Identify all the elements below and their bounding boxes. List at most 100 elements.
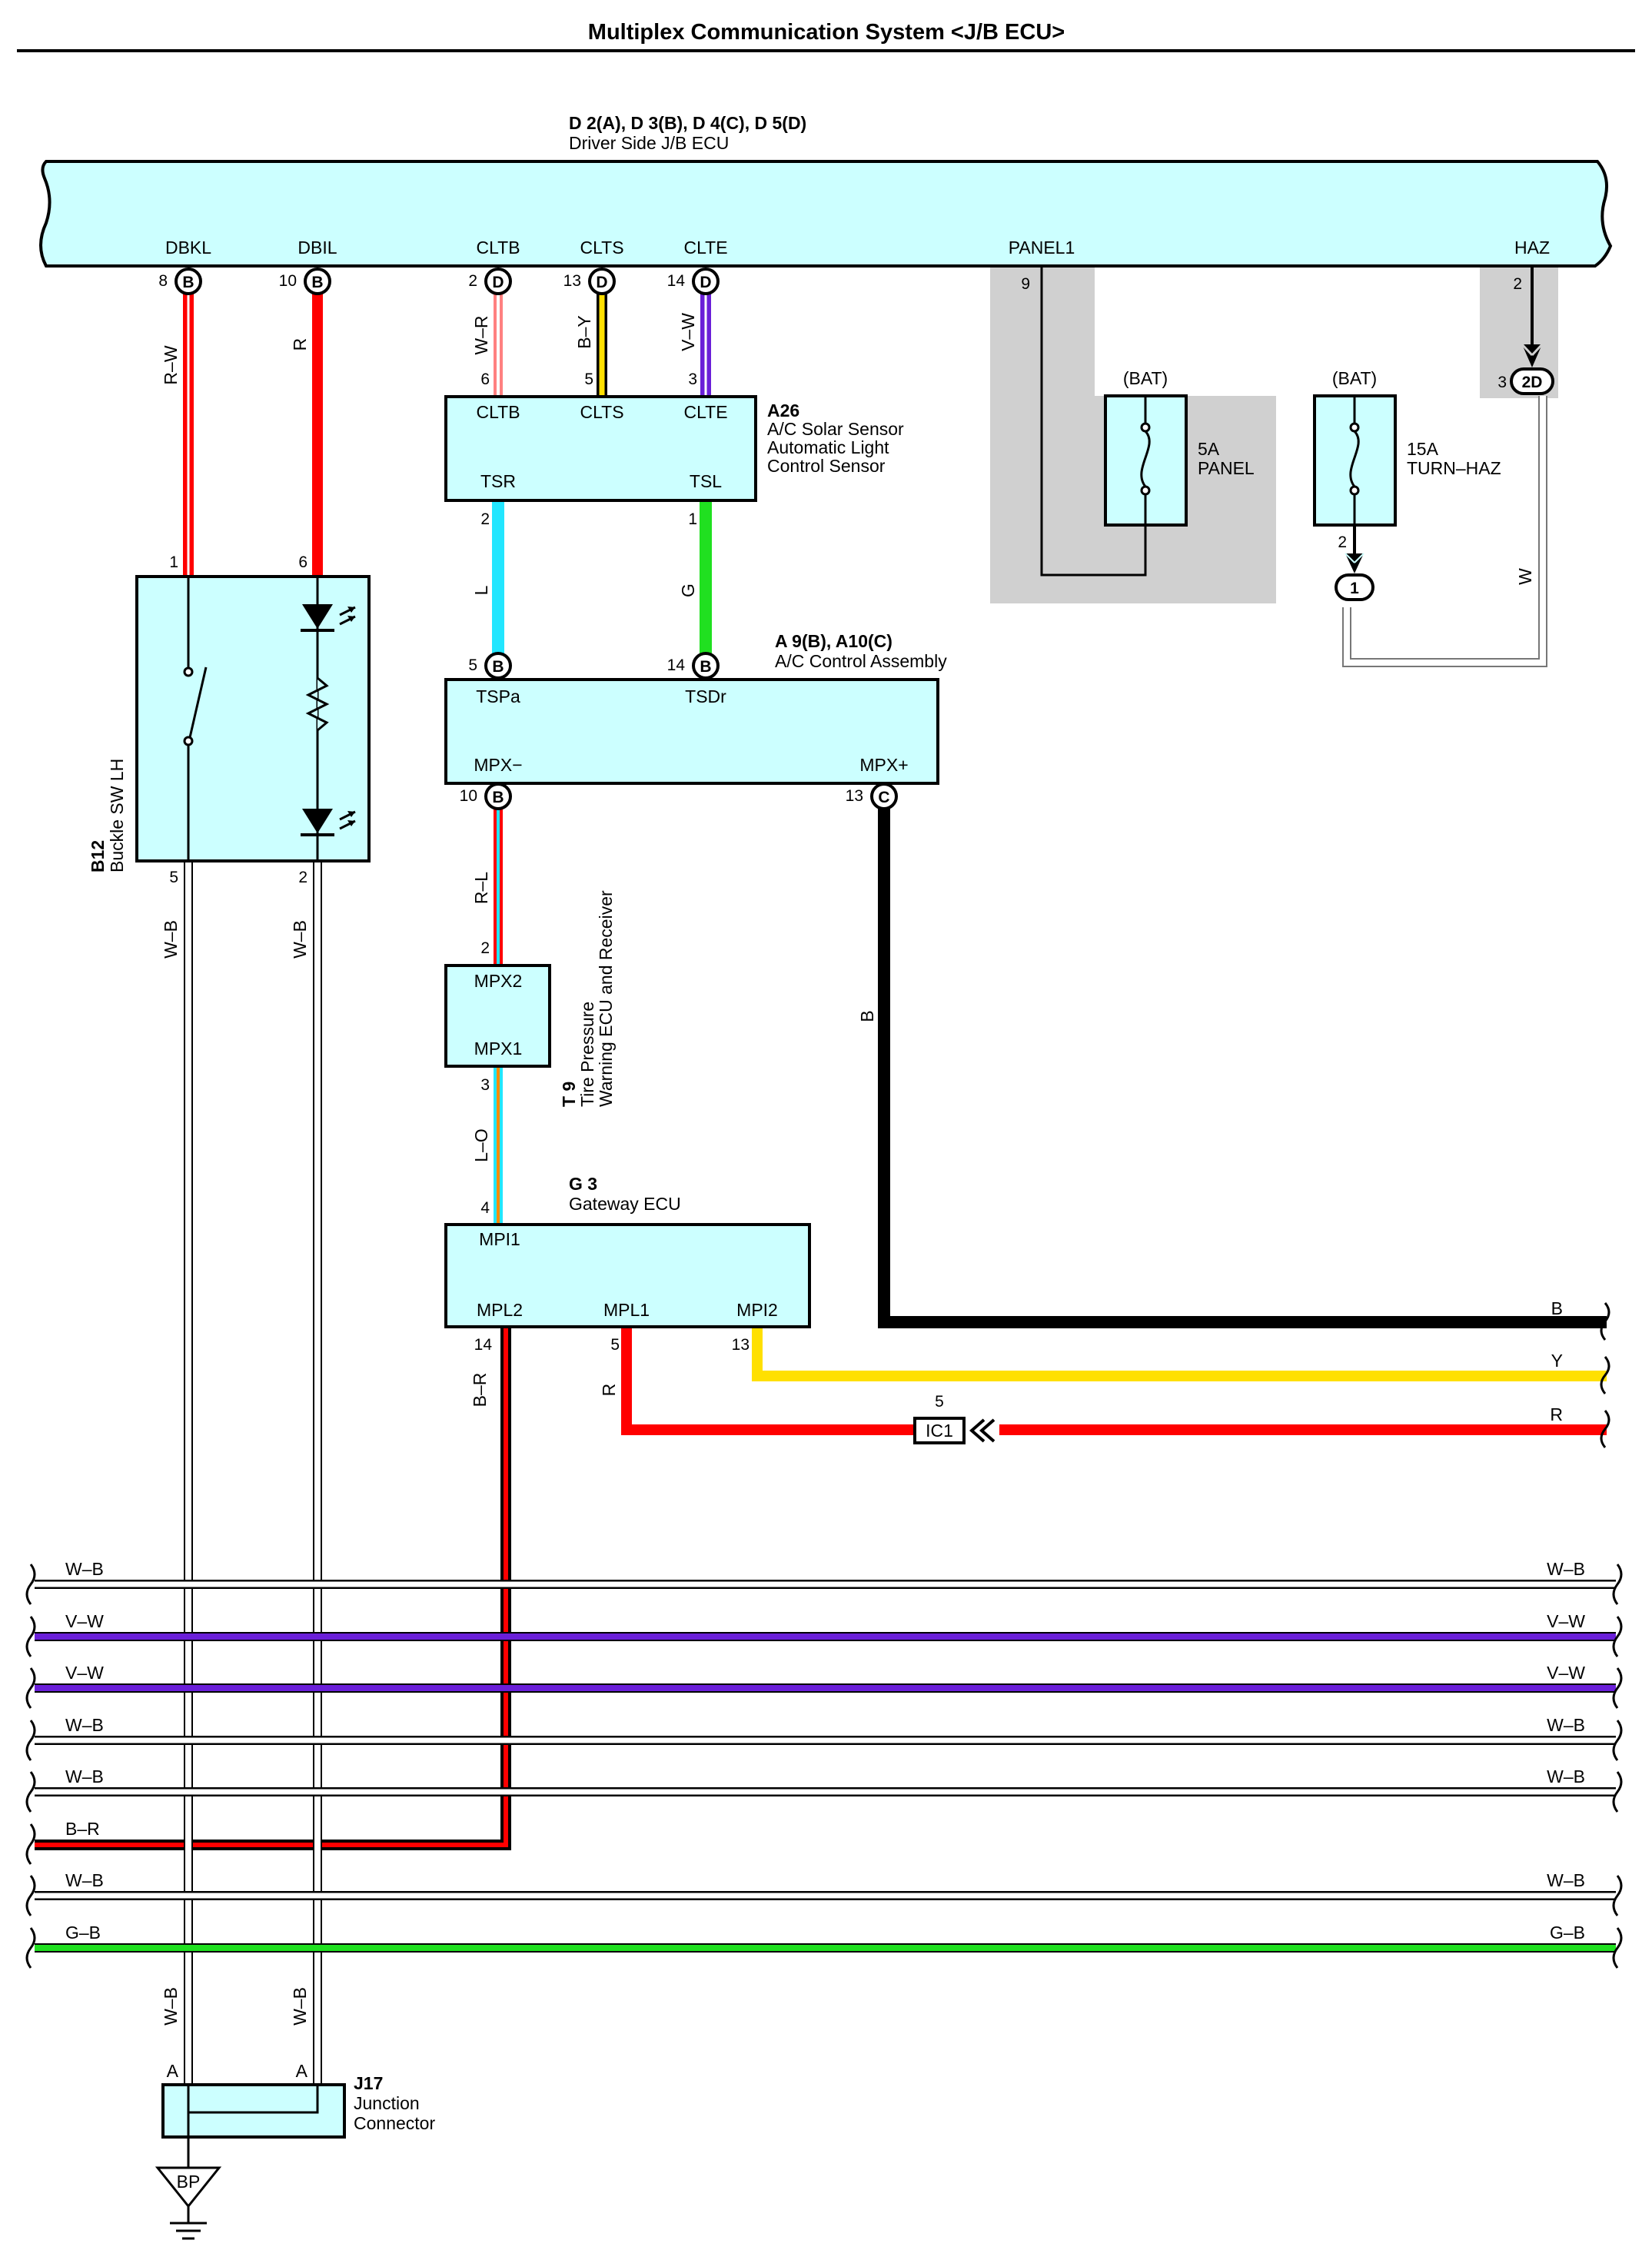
ac-pin-14-conn: B — [700, 658, 711, 676]
a26-sensor: CLTB CLTS CLTE TSR TSL 6 5 3 2 1 A26 A/C… — [444, 371, 904, 528]
connector-ic1-pin: 5 — [935, 1393, 944, 1411]
bus-label-right: V–W — [1547, 1663, 1585, 1683]
ac-terminal-tsdr: TSDr — [685, 686, 726, 706]
wire-label-b-r: B–R — [470, 1373, 490, 1408]
ecu-pin-13: 13 — [563, 272, 581, 290]
wire-label-w-b-right-top: W–B — [290, 920, 310, 959]
buckle-pin-1: 1 — [169, 553, 178, 571]
gateway-pin-5: 5 — [610, 1336, 620, 1354]
ac-pin-10: 10 — [460, 787, 477, 805]
gateway-name: Gateway ECU — [569, 1194, 681, 1214]
buckle-pin-6: 6 — [298, 553, 307, 571]
wire-label-b-y: B–Y — [574, 315, 594, 348]
ac-pin-5-conn: B — [492, 658, 504, 676]
fuse-turn-haz-rating: 15A — [1407, 439, 1439, 459]
wire-label-l-o: L–O — [471, 1128, 491, 1162]
a26-name-line-1: A/C Solar Sensor — [767, 419, 904, 439]
a26-terminal-tsr: TSR — [480, 471, 516, 491]
ecu-terminal-haz: HAZ — [1514, 238, 1550, 258]
ecu-terminal-cltb: CLTB — [476, 238, 520, 258]
a26-name-line-3: Control Sensor — [767, 456, 886, 476]
wire-label-w-b-right-bottom: W–B — [290, 1987, 310, 2026]
page-title: Multiplex Communication System <J/B ECU> — [588, 20, 1065, 45]
ac-pin-5: 5 — [468, 656, 477, 674]
junction-name-line-1: Junction — [354, 2093, 420, 2113]
ground-label: BP — [177, 2172, 201, 2192]
bus-break-mark — [25, 1720, 36, 1761]
bus-label-right: W–B — [1547, 1870, 1585, 1890]
bus-label-left: W–B — [65, 1870, 104, 1890]
wire-label-r-l: R–L — [471, 872, 491, 904]
wire-label-g: G — [678, 583, 698, 597]
bus-break-mark — [1612, 1564, 1623, 1605]
ecu-box — [39, 160, 1613, 268]
ac-terminal-tspa: TSPa — [476, 686, 520, 706]
a26-terminal-cltb: CLTB — [476, 402, 520, 422]
a26-pin-6: 6 — [480, 371, 490, 388]
tire-terminal-mpx1: MPX1 — [474, 1039, 523, 1059]
tire-pin-3: 3 — [480, 1076, 490, 1094]
ecu-pin-haz-2: 2 — [1513, 275, 1522, 293]
bus-label-right: W–B — [1547, 1766, 1585, 1786]
bus-break-mark — [1612, 1616, 1623, 1657]
tire-terminal-mpx2: MPX2 — [474, 971, 523, 991]
ac-pin-10-conn: B — [492, 789, 504, 806]
bus-break-mark — [25, 1875, 36, 1916]
wire-label-v-w: V–W — [678, 313, 698, 351]
tire-pin-2: 2 — [480, 939, 490, 957]
bus-label-left: W–B — [65, 1715, 104, 1735]
junction-connector: A A J17 Junction Connector — [161, 2061, 435, 2168]
ecu-terminals: DBKL DBIL CLTB CLTS CLTE PANEL1 HAZ — [165, 238, 1550, 258]
ground-bp: BP — [155, 2166, 222, 2240]
ecu-name: Driver Side J/B ECU — [569, 133, 729, 153]
ac-control-assembly: TSPa TSDr MPX− MPX+ A 9(B), A10(C) A/C C… — [444, 631, 947, 810]
ecu-pin-10-conn: B — [311, 274, 323, 291]
ecu-terminal-clts: CLTS — [580, 238, 623, 258]
right-wire-label-y: Y — [1551, 1351, 1563, 1371]
a26-code: A26 — [767, 400, 799, 420]
ecu-terminal-dbil: DBIL — [297, 238, 337, 258]
connector-1-label: 1 — [1350, 580, 1359, 597]
gateway-pin-4: 4 — [480, 1199, 490, 1217]
connector-1: 1 2 — [1335, 533, 1374, 601]
bus-break-mark — [25, 1771, 36, 1813]
bus-label-right: G–B — [1550, 1923, 1585, 1943]
gateway-pin-13: 13 — [732, 1336, 750, 1354]
wire-label-w-r: W–R — [471, 315, 491, 354]
ecu-pin-2: 2 — [468, 272, 477, 290]
bus-break-mark — [25, 1564, 36, 1605]
a26-pin-1: 1 — [688, 510, 697, 528]
shaded-areas — [990, 266, 1558, 603]
ecu-pin-8-conn: B — [182, 274, 194, 291]
bus-label-left: G–B — [65, 1923, 101, 1943]
gateway-terminal-mpl2: MPL2 — [477, 1300, 523, 1320]
ecu-pin-13-conn: D — [596, 274, 607, 291]
fuse-turn-haz-source: (BAT) — [1332, 368, 1377, 388]
gateway-terminal-mpl1: MPL1 — [603, 1300, 650, 1320]
fuse-panel-rating: 5A — [1198, 439, 1220, 459]
bus-break-mark — [1612, 1927, 1623, 1969]
junction-pin-a-right: A — [296, 2061, 308, 2081]
bus-label-right: V–W — [1547, 1611, 1585, 1631]
buckle-pin-5: 5 — [169, 869, 178, 886]
junction-pin-a-left: A — [167, 2061, 179, 2081]
buckle-switch: 1 6 5 2 B12 Buckle SW LH — [88, 553, 371, 886]
ecu-pins: 8 B 10 B 2 D 13 D 14 D 9 2 — [158, 268, 1522, 295]
wire-label-r: R — [290, 338, 310, 351]
wire-label-w-b-left-bottom: W–B — [161, 1987, 181, 2026]
fuse-panel-name: PANEL — [1198, 458, 1255, 478]
ecu-pin-8: 8 — [158, 272, 168, 290]
fuse-panel-source: (BAT) — [1123, 368, 1168, 388]
bus-label-left: B–R — [65, 1819, 100, 1839]
ac-pin-13-conn: C — [878, 789, 889, 806]
ecu-terminal-clte: CLTE — [683, 238, 727, 258]
right-wire-labels: B Y R — [1550, 1298, 1563, 1424]
tire-name-line-2: Warning ECU and Receiver — [596, 890, 616, 1107]
ecu-terminal-panel1: PANEL1 — [1009, 238, 1075, 258]
bus-label-right: W–B — [1547, 1715, 1585, 1735]
fuse-turn-haz: (BAT) 15A TURN–HAZ — [1313, 368, 1501, 527]
ac-pin-13: 13 — [846, 787, 863, 805]
ac-control-code: A 9(B), A10(C) — [775, 631, 892, 651]
wire-label-w: W — [1515, 568, 1535, 585]
